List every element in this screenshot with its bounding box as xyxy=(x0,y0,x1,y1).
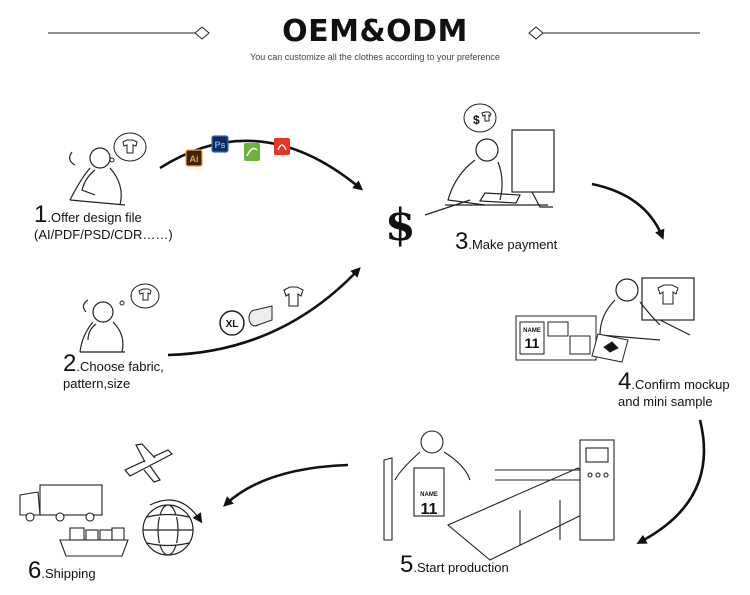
step-2-label: 2.Choose fabric, pattern,size xyxy=(63,350,164,392)
flow-arrows xyxy=(159,139,706,544)
step-5-label: 5.Start production xyxy=(400,551,509,578)
svg-text:$: $ xyxy=(473,113,480,127)
svg-text:11: 11 xyxy=(421,501,438,518)
airplane-icon xyxy=(124,443,174,483)
arrow-4-to-5 xyxy=(636,419,706,544)
truck-icon xyxy=(19,484,103,522)
photoshop-icon: Ps xyxy=(211,135,229,153)
arrow-1-to-3 xyxy=(159,139,364,191)
arrow-5-to-6 xyxy=(223,463,349,507)
step-1-label: 1.Offer design file (AI/PDF/PSD/CDR……) xyxy=(34,201,173,243)
size-xl-icon: XL xyxy=(219,310,245,336)
svg-text:11: 11 xyxy=(525,335,540,351)
page-subtitle: You can customize all the clothes accord… xyxy=(250,52,500,62)
header-decoration xyxy=(48,26,700,40)
svg-text:XL: XL xyxy=(226,319,239,330)
mockup-sheet: NAME 11 xyxy=(515,315,629,363)
person-checking-mockup-figure-4 xyxy=(599,277,695,341)
person-at-computer-figure-3 xyxy=(424,129,555,216)
monitor-jersey-icon xyxy=(657,284,679,305)
globe-icon xyxy=(142,499,203,556)
production-machine-figure-5 xyxy=(383,430,615,561)
fabric-roll-icon xyxy=(248,305,273,327)
production-jersey: NAME 11 xyxy=(420,492,438,518)
pdf-icon xyxy=(274,138,290,155)
payment-dollar-icon: $ xyxy=(385,200,416,251)
page-title: OEM&ODM xyxy=(282,14,468,49)
person-thinking-figure-2 xyxy=(79,299,125,353)
svg-text:Ai: Ai xyxy=(190,154,199,164)
step-4-label: 4.Confirm mockup and mini sample xyxy=(618,368,730,410)
tshirt-icon xyxy=(283,286,304,307)
corel-icon xyxy=(244,143,260,161)
arrow-3-to-4 xyxy=(591,182,665,240)
step-3-label: 3.Make payment xyxy=(455,228,558,255)
thought-bubble-1 xyxy=(109,132,147,163)
cargo-ship-icon xyxy=(59,527,129,557)
svg-text:NAME: NAME xyxy=(420,492,438,498)
person-thinking-figure-1 xyxy=(69,147,126,206)
illustrator-icon: Ai xyxy=(185,149,203,167)
svg-text:NAME: NAME xyxy=(523,328,541,334)
thought-bubble-3: $ xyxy=(463,103,497,133)
step-6-label: 6.Shipping xyxy=(28,557,96,584)
svg-text:Ps: Ps xyxy=(214,140,225,150)
arrow-2-to-3 xyxy=(167,267,361,357)
thought-bubble-2 xyxy=(119,283,160,309)
